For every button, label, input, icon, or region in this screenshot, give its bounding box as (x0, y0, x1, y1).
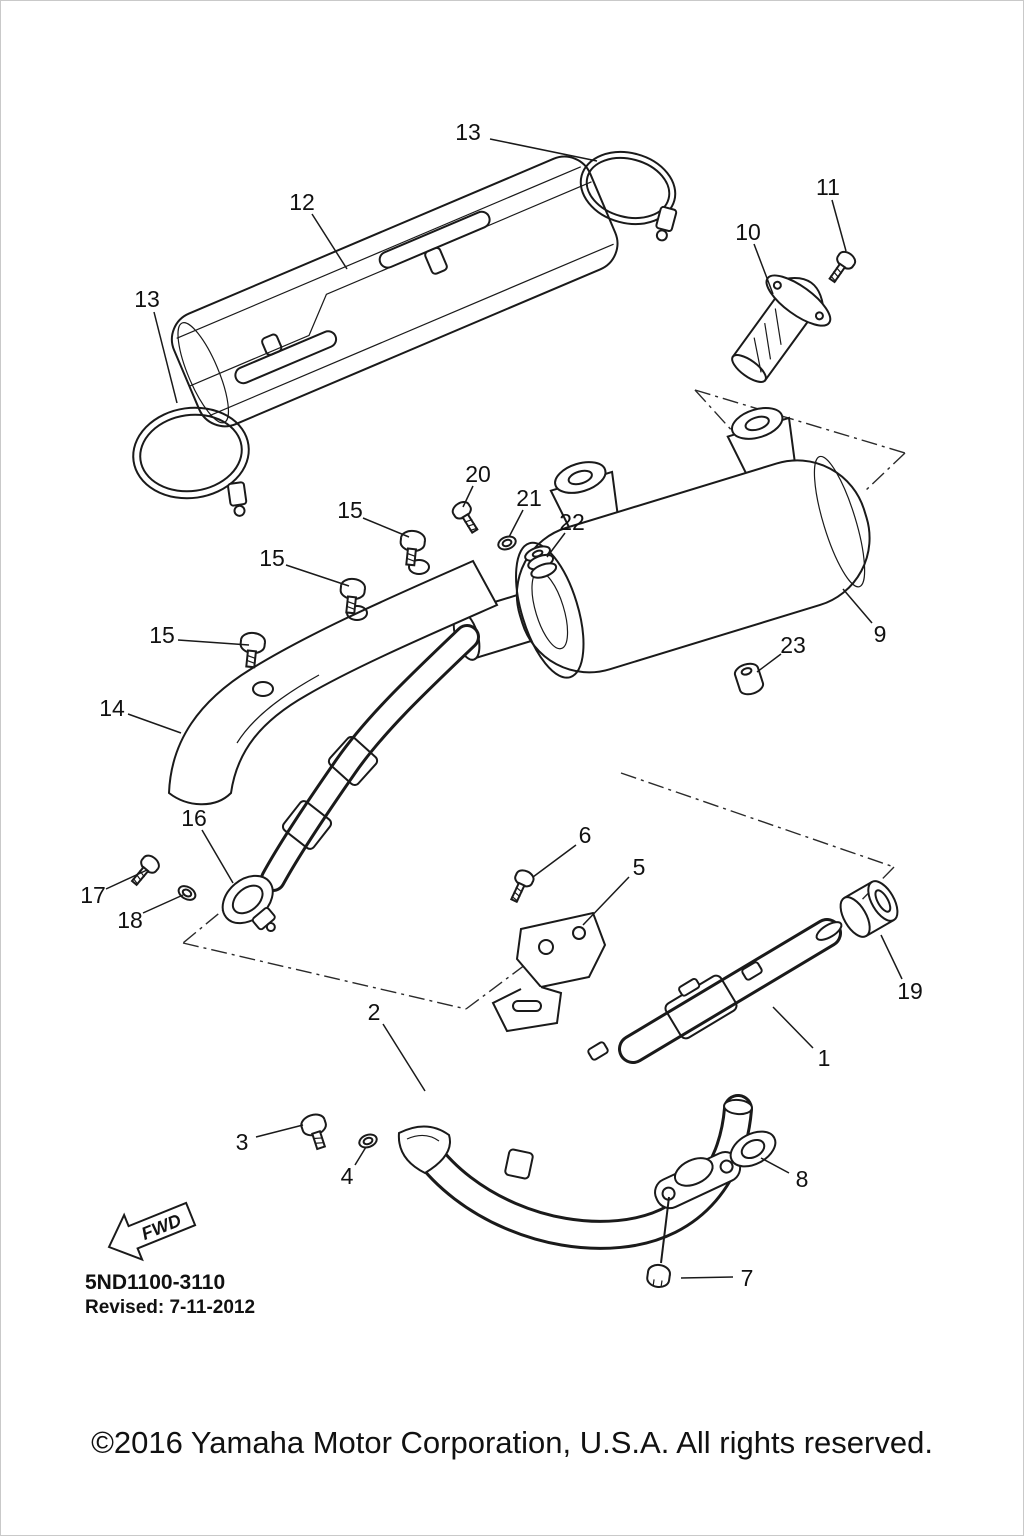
leader-line (105, 869, 148, 890)
callout-label-1: 1 (818, 1045, 831, 1071)
callout-label-18: 18 (117, 907, 143, 933)
callout-label-13: 13 (455, 119, 481, 145)
leader-line (680, 1276, 734, 1279)
leader-line (462, 485, 474, 508)
bolt-part-3 (298, 1110, 334, 1153)
callout-label-15: 15 (337, 497, 363, 523)
nut-part-7 (645, 1262, 673, 1290)
callout-label-20: 20 (465, 461, 491, 487)
clamp-part-13-upper (579, 150, 678, 242)
exhaust-pipe-part-1 (587, 918, 843, 1064)
callout-label-8: 8 (796, 1166, 809, 1192)
seal-part-19 (839, 880, 899, 938)
leader-line (489, 138, 598, 162)
leader-line (354, 1146, 367, 1166)
callout-label-16: 16 (181, 805, 207, 831)
leader-line (382, 1023, 426, 1092)
callout-label-15: 15 (259, 545, 285, 571)
leader-line (508, 509, 524, 538)
collar-part-23 (733, 662, 765, 696)
damper-part-22 (524, 545, 558, 579)
callout-label-21: 21 (516, 485, 542, 511)
heat-protector-part-14 (167, 559, 499, 806)
leader-line (362, 517, 410, 538)
callout-label-5: 5 (633, 854, 646, 880)
callout-label-23: 23 (780, 632, 806, 658)
part-number-text: 5ND1100-3110 (85, 1271, 225, 1294)
clamp-part-13-lower (132, 406, 250, 517)
bracket-part-5 (491, 911, 607, 1033)
leader-line (255, 1124, 304, 1138)
leader-line (201, 829, 234, 884)
callout-label-19: 19 (897, 978, 923, 1004)
muffler-part-9 (452, 407, 871, 679)
washer-part-18 (175, 882, 199, 904)
flange-joint (654, 1151, 742, 1210)
callout-label-17: 17 (80, 882, 106, 908)
leader-line (753, 243, 774, 295)
screw-part-11 (823, 247, 859, 287)
leader-line (532, 844, 577, 878)
flange-stud (660, 1196, 670, 1264)
callout-label-10: 10 (735, 219, 761, 245)
fwd-arrow: FWD (107, 1201, 197, 1262)
callout-label-15: 15 (149, 622, 175, 648)
leader-line (880, 934, 903, 980)
leader-line (546, 532, 566, 558)
callout-label-9: 9 (874, 621, 887, 647)
leader-line (582, 876, 630, 926)
leader-line (772, 1006, 814, 1049)
leader-line (285, 564, 350, 587)
leader-line (760, 1157, 790, 1174)
leader-line (142, 894, 184, 914)
leader-line (311, 213, 348, 270)
leader-line (842, 588, 873, 624)
callout-label-3: 3 (236, 1129, 249, 1155)
revised-date-text: Revised: 7-11-2012 (85, 1297, 255, 1318)
callout-label-12: 12 (289, 189, 315, 215)
washer-part-21 (495, 533, 519, 553)
callout-label-4: 4 (341, 1163, 354, 1189)
callout-label-14: 14 (99, 695, 125, 721)
bolt-part-6 (504, 866, 537, 906)
heat-shield-part-12 (170, 155, 619, 428)
leader-line (127, 713, 182, 734)
copyright-text: ©2016 Yamaha Motor Corporation, U.S.A. A… (91, 1425, 933, 1460)
pipe-clamp-part-16 (221, 874, 276, 933)
callout-label-7: 7 (741, 1265, 754, 1291)
callout-label-6: 6 (579, 822, 592, 848)
spark-arrestor-part-10 (731, 274, 832, 383)
bolt-part-20 (449, 498, 484, 537)
callout-label-13: 13 (134, 286, 160, 312)
callout-label-11: 11 (816, 174, 840, 200)
leader-line (153, 311, 178, 404)
leader-line (756, 653, 782, 673)
leader-line (831, 199, 847, 252)
muffler-inlet-pipe (260, 624, 480, 892)
washer-part-4 (356, 1131, 380, 1151)
callout-label-2: 2 (368, 999, 381, 1025)
gasket-part-8 (729, 1130, 777, 1168)
leader-line (177, 639, 250, 646)
callout-label-22: 22 (559, 509, 585, 535)
